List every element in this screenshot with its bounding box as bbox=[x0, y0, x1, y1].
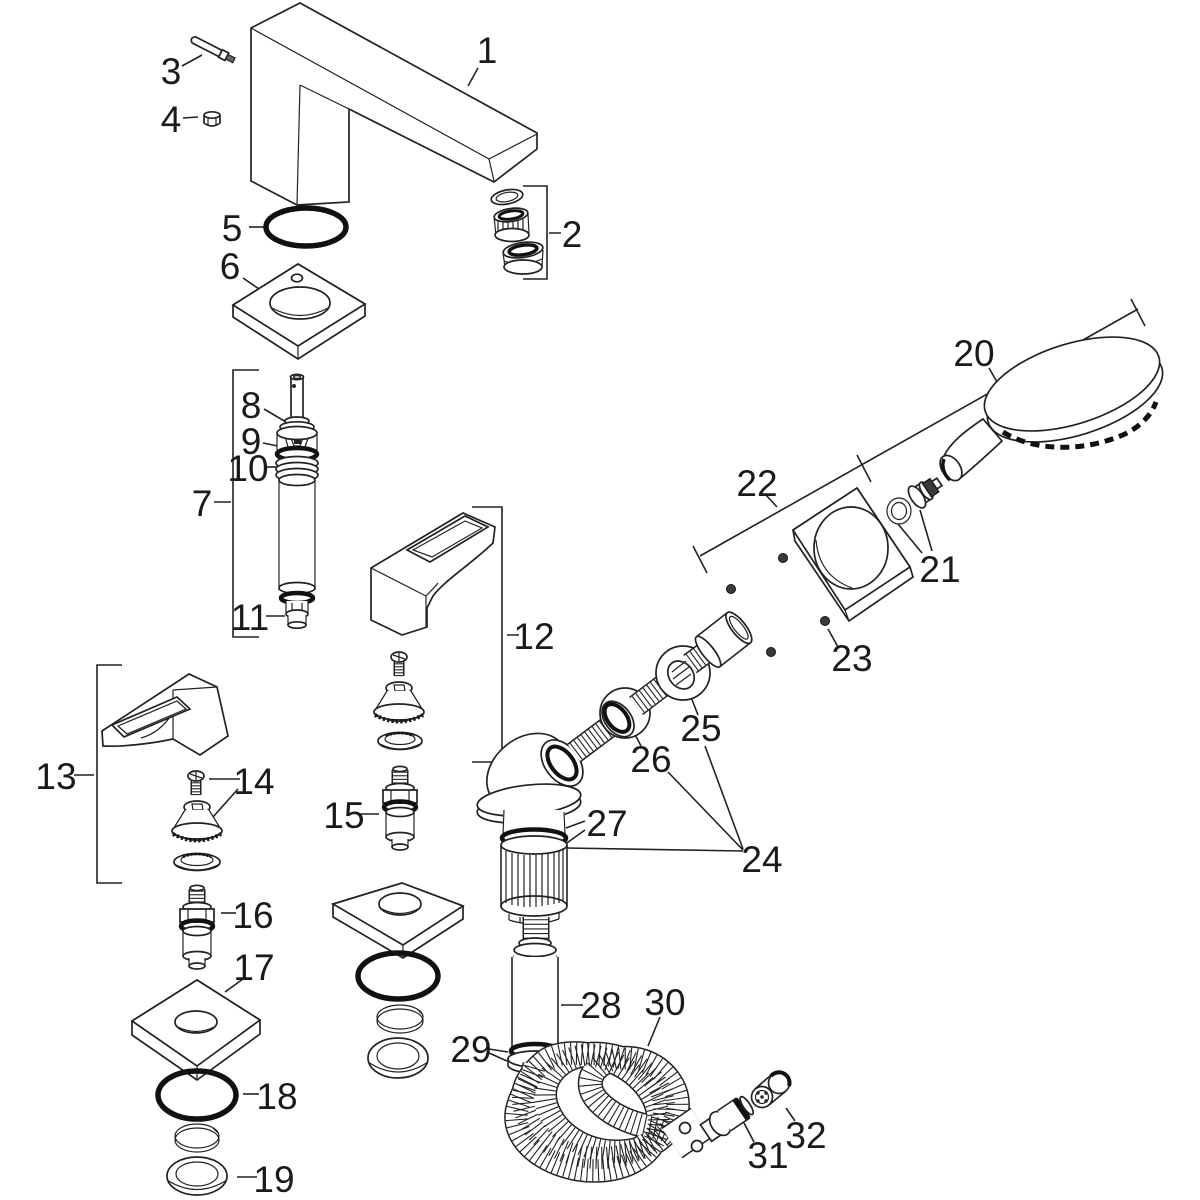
part-14-screw bbox=[187, 770, 205, 796]
part-20-hand-shower bbox=[939, 336, 1164, 482]
part-15-cartridge bbox=[381, 765, 419, 851]
part-label-28: 28 bbox=[580, 985, 621, 1026]
part-1-spout bbox=[250, 2, 538, 206]
part-label-10: 10 bbox=[227, 448, 268, 489]
part-label-1: 1 bbox=[477, 30, 498, 71]
part-label-11: 11 bbox=[231, 597, 269, 638]
part-3-pin bbox=[190, 35, 236, 64]
part-label-3: 3 bbox=[161, 51, 182, 92]
leader-6 bbox=[242, 277, 260, 290]
hand-shower-face bbox=[983, 336, 1161, 432]
leader-25 bbox=[690, 696, 699, 716]
part-label-19: 19 bbox=[253, 1159, 294, 1200]
part-label-31: 31 bbox=[747, 1135, 788, 1176]
part-label-32: 32 bbox=[785, 1115, 826, 1156]
part-6-escutcheon bbox=[231, 263, 367, 361]
part-9-spline-ring bbox=[274, 425, 320, 463]
part-label-8: 8 bbox=[241, 385, 262, 426]
part-21-check-valve bbox=[886, 476, 944, 525]
leader-21 bbox=[897, 509, 933, 554]
leader-17 bbox=[224, 978, 244, 993]
part-label-29: 29 bbox=[450, 1029, 491, 1070]
part-label-5: 5 bbox=[222, 208, 243, 249]
leader-1 bbox=[467, 67, 479, 87]
part-label-6: 6 bbox=[220, 246, 241, 287]
part-label-9: 9 bbox=[241, 421, 262, 462]
part-label-14: 14 bbox=[233, 761, 274, 802]
leader-30 bbox=[647, 1016, 661, 1047]
part-label-20: 20 bbox=[953, 333, 994, 374]
leader-20 bbox=[988, 367, 998, 383]
part-label-16: 16 bbox=[232, 895, 273, 936]
part-label-15: 15 bbox=[323, 795, 364, 836]
leader-lines bbox=[74, 54, 1146, 1178]
part-label-2: 2 bbox=[562, 214, 583, 255]
part-label-30: 30 bbox=[644, 982, 685, 1023]
part-11-base bbox=[278, 590, 316, 630]
part-label-25: 25 bbox=[680, 708, 721, 749]
leader-24 bbox=[565, 745, 744, 852]
part-label-21: 21 bbox=[919, 549, 960, 590]
part-5-o-ring bbox=[263, 205, 349, 249]
part-label-22: 22 bbox=[736, 463, 777, 504]
part-labels: 1 2 3 4 5 6 7 8 9 10 11 12 13 14 15 16 1… bbox=[35, 30, 994, 1200]
part-19-mounting-ring bbox=[166, 1156, 228, 1196]
part-14-ring bbox=[173, 852, 221, 872]
part-17-escutcheon bbox=[130, 978, 262, 1082]
part-label-18: 18 bbox=[256, 1076, 297, 1117]
part-12-mounting-ring bbox=[367, 1037, 429, 1079]
bracket-12 bbox=[472, 506, 519, 763]
part-18-o-ring bbox=[155, 1068, 239, 1122]
part-label-27: 27 bbox=[586, 803, 627, 844]
cartridge-stem bbox=[290, 376, 304, 420]
part-28-hose-guide bbox=[511, 937, 559, 1048]
part-22-escutcheon bbox=[791, 486, 914, 623]
part-7-cartridge-assembly bbox=[274, 373, 320, 630]
leader-23 bbox=[827, 628, 839, 648]
part-14-adapter bbox=[171, 800, 223, 843]
leader-3 bbox=[181, 54, 203, 67]
leader-14 bbox=[209, 778, 240, 818]
part-12-o-ring bbox=[355, 950, 441, 1002]
part-18-snap-ring bbox=[174, 1123, 220, 1153]
part-24-hose-outlet-assembly bbox=[476, 611, 753, 1074]
part-12-handle bbox=[370, 512, 496, 636]
bracket-2 bbox=[523, 185, 561, 280]
leader-31 bbox=[743, 1122, 755, 1143]
part-25-hose-end-socket bbox=[694, 611, 753, 669]
part-12-snap-ring bbox=[376, 1004, 424, 1034]
spray-nozzles bbox=[1001, 401, 1159, 450]
part-12-escutcheon bbox=[330, 882, 465, 959]
leader-8 bbox=[263, 408, 287, 423]
part-4-set-screw bbox=[203, 110, 221, 127]
part-2-aerator bbox=[490, 188, 544, 275]
part-label-7: 7 bbox=[192, 483, 213, 524]
part-16-cartridge bbox=[178, 884, 216, 970]
bracket-20-22 bbox=[692, 298, 1146, 574]
part-12-screw bbox=[390, 651, 408, 677]
part-31-hose-connector bbox=[661, 1095, 755, 1159]
leader-27 bbox=[563, 820, 586, 846]
leader-29 bbox=[488, 1048, 509, 1062]
part-label-13: 13 bbox=[35, 756, 76, 797]
part-label-17: 17 bbox=[233, 947, 274, 988]
part-12-adapter bbox=[373, 681, 425, 724]
leader-22 bbox=[765, 494, 778, 508]
leader-32 bbox=[785, 1107, 796, 1122]
part-label-4: 4 bbox=[161, 99, 182, 140]
part-label-24: 24 bbox=[741, 839, 782, 880]
part-13-handle bbox=[101, 673, 229, 757]
part-32-filter-insert bbox=[750, 1070, 792, 1109]
leader-9 bbox=[262, 442, 279, 447]
part-label-12: 12 bbox=[513, 616, 554, 657]
part-23-plugs bbox=[726, 553, 830, 657]
bracket-7 bbox=[214, 369, 259, 638]
part-12-ring bbox=[377, 731, 423, 751]
part-label-26: 26 bbox=[630, 739, 671, 780]
leader-4 bbox=[182, 116, 199, 119]
bracket-13 bbox=[74, 664, 122, 884]
part-label-23: 23 bbox=[831, 638, 872, 679]
